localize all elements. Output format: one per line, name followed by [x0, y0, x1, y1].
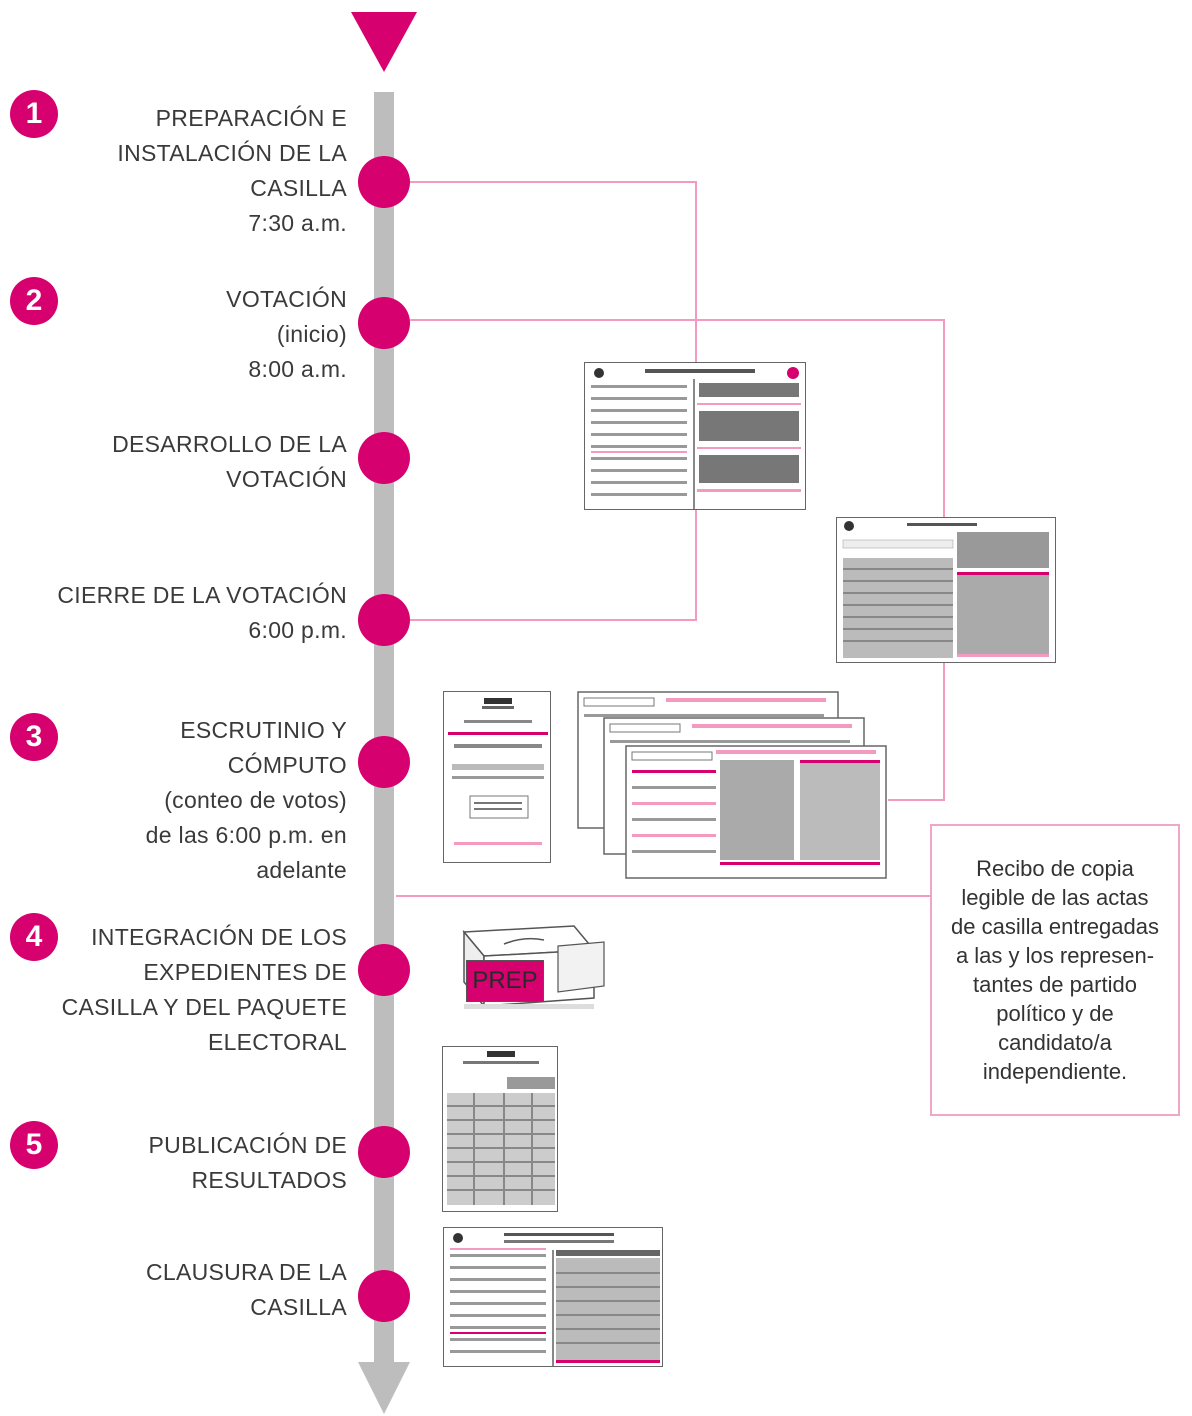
timeline-dot-escrutinio	[358, 736, 410, 788]
recibo-note-text: Recibo de copia legible de las actas de …	[951, 856, 1159, 1084]
prep-label: PREP	[466, 960, 544, 1002]
stage-label-escrutinio: ESCRUTINIO Y CÓMPUTO (conteo de votos) d…	[145, 717, 347, 883]
timeline-dot-desarrollo	[358, 432, 410, 484]
timeline-bar	[374, 92, 394, 1372]
stage-number-badge: 5	[10, 1121, 58, 1169]
stage-number-badge: 2	[10, 277, 58, 325]
hoja-incidentes-document-icon	[836, 517, 1056, 663]
timeline-dot-cierre	[358, 594, 410, 646]
end-arrow-icon	[358, 1362, 410, 1414]
recibo-note: Recibo de copia legible de las actas de …	[930, 824, 1180, 1116]
timeline-dot-integracion	[358, 944, 410, 996]
timeline-dot-votacion-inicio	[358, 297, 410, 349]
timeline-dot-clausura	[358, 1270, 410, 1322]
constancia-clausura-document-icon	[443, 1227, 663, 1367]
stage-number-badge: 1	[10, 90, 58, 138]
stage-label-votacion-inicio: VOTACIÓN (inicio) 8:00 a.m.	[226, 286, 347, 382]
stage-label-desarrollo: DESARROLLO DE LA VOTACIÓN	[112, 431, 347, 492]
stage-label-cierre: CIERRE DE LA VOTACIÓN 6:00 p.m.	[57, 582, 347, 643]
stage-label-publicacion: PUBLICACIÓN DE RESULTADOS	[148, 1132, 347, 1193]
stage-label-integracion: INTEGRACIÓN DE LOS EXPEDIENTES DE CASILL…	[61, 924, 347, 1055]
stage-label-instalacion: PREPARACIÓN E INSTALACIÓN DE LA CASILLA …	[117, 105, 347, 236]
timeline-dot-publicacion	[358, 1126, 410, 1178]
start-triangle-icon	[351, 12, 417, 72]
stage-number-badge: 3	[10, 713, 58, 761]
constancia-document-icon	[443, 691, 551, 863]
acta-jornada-document-icon	[584, 362, 806, 510]
cartel-resultados-document-icon	[442, 1046, 558, 1212]
stage-number-badge: 4	[10, 913, 58, 961]
timeline-dot-instalacion	[358, 156, 410, 208]
ballot-box-icon: PREP	[444, 920, 608, 1010]
actas-escrutinio-document-icon	[577, 691, 887, 879]
stage-label-clausura: CLAUSURA DE LA CASILLA	[145, 1259, 347, 1320]
